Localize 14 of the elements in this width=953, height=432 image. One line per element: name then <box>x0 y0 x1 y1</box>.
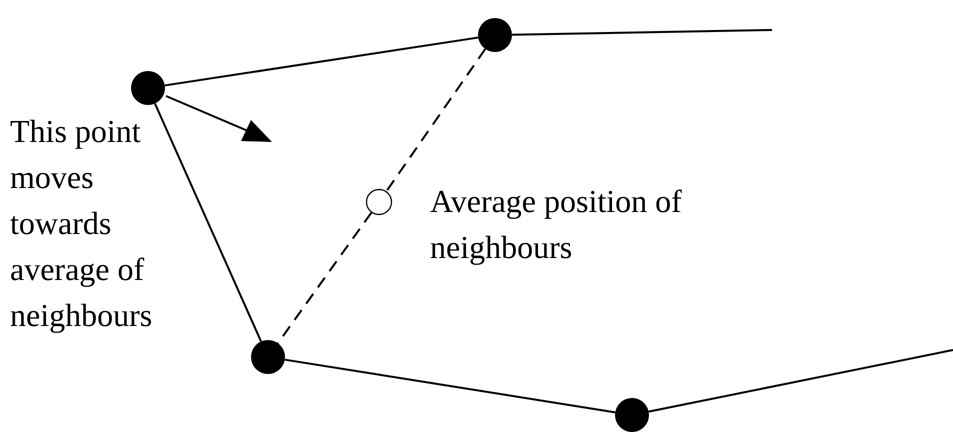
edge-line <box>512 29 772 36</box>
edge-line <box>164 36 478 86</box>
dashed-line <box>386 48 486 192</box>
vertex-dot <box>130 70 166 106</box>
dashed-line <box>277 212 372 344</box>
hollow-circle <box>365 188 393 216</box>
annotation-text: Average position of neighbours <box>430 182 683 267</box>
vertex-dot <box>250 339 286 375</box>
edge-line <box>154 103 262 342</box>
edge-line <box>648 349 953 413</box>
vertex-dot <box>477 17 513 53</box>
annotation-text: This point moves towards average of neighbours <box>10 112 154 335</box>
edge-line <box>284 358 616 414</box>
vertex-dot <box>614 397 650 432</box>
